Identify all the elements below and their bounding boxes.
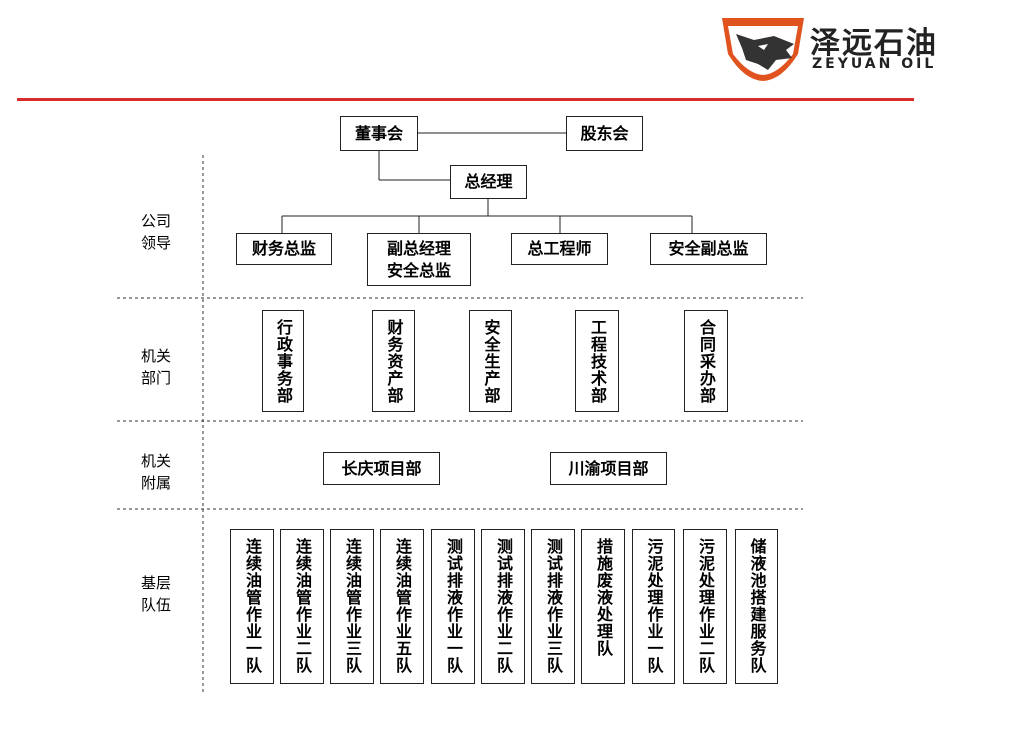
- team-box: 测试排液作业一队: [431, 529, 475, 684]
- team-box: 连续油管作业三队: [330, 529, 374, 684]
- general-manager-box: 总经理: [450, 165, 527, 199]
- team-box: 连续油管作业一队: [230, 529, 274, 684]
- leader-box: 安全副总监: [650, 233, 767, 265]
- section-label-departments: 机关 部门: [141, 347, 172, 387]
- leader-box: 副总经理 安全总监: [367, 233, 471, 286]
- affiliated-project-box: 长庆项目部: [323, 452, 440, 485]
- header-rule: [17, 98, 914, 101]
- section-label-leadership: 公司 领导: [141, 212, 172, 252]
- department-box: 财务资产部: [372, 310, 415, 412]
- logo-english-name: ZEYUAN OIL: [812, 56, 937, 72]
- team-box: 连续油管作业五队: [380, 529, 424, 684]
- affiliated-project-box: 川渝项目部: [550, 452, 667, 485]
- team-box: 污泥处理作业二队: [683, 529, 727, 684]
- section-label-teams: 基层 队伍: [141, 574, 172, 614]
- team-box: 措施废液处理队: [581, 529, 625, 684]
- leader-box: 总工程师: [511, 233, 608, 265]
- wolf-shield-icon: [722, 18, 804, 81]
- logo-chinese-name: 泽远石油: [810, 26, 938, 61]
- team-box: 连续油管作业二队: [280, 529, 324, 684]
- department-box: 安全生产部: [469, 310, 512, 412]
- company-logo: 泽远石油 ZEYUAN OIL: [718, 14, 943, 84]
- section-label-affiliated: 机关 附属: [141, 452, 172, 492]
- shareholders-meeting-box: 股东会: [566, 116, 643, 151]
- team-box: 储液池搭建服务队: [735, 529, 778, 684]
- team-box: 污泥处理作业一队: [632, 529, 675, 684]
- team-box: 测试排液作业二队: [481, 529, 525, 684]
- department-box: 行政事务部: [262, 310, 304, 412]
- board-of-directors-box: 董事会: [340, 116, 418, 151]
- department-box: 合同采办部: [684, 310, 728, 412]
- department-box: 工程技术部: [575, 310, 619, 412]
- team-box: 测试排液作业三队: [531, 529, 575, 684]
- leader-box: 财务总监: [236, 233, 332, 265]
